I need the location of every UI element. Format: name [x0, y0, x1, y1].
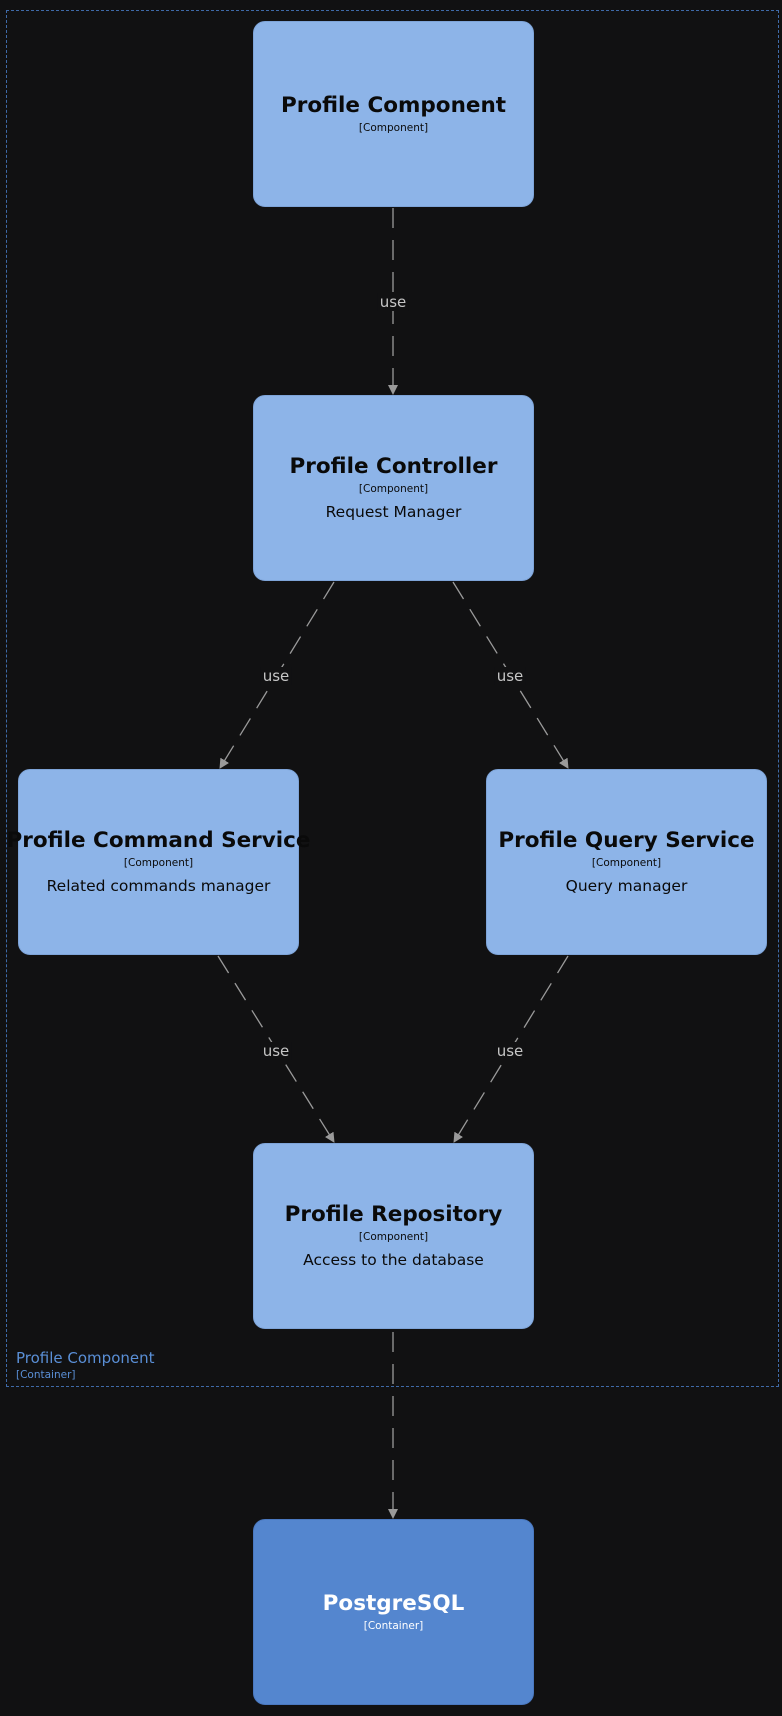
node-description: Related commands manager: [46, 877, 271, 895]
edge-label: use: [260, 1042, 292, 1060]
edge-label: use: [494, 1042, 526, 1060]
node-description: Query manager: [565, 877, 688, 895]
node-title: Profile Query Service: [498, 828, 755, 853]
node-type: [Component]: [358, 122, 429, 134]
node-profile-controller[interactable]: Profile Controller [Component] Request M…: [253, 395, 534, 581]
node-postgresql[interactable]: PostgreSQL [Container]: [253, 1519, 534, 1705]
node-title: Profile Component: [280, 93, 507, 118]
node-title: Profile Command Service: [6, 828, 311, 853]
edge-label: use: [377, 293, 409, 311]
node-profile-component[interactable]: Profile Component [Component]: [253, 21, 534, 207]
node-title: Profile Repository: [284, 1202, 503, 1227]
node-title: PostgreSQL: [322, 1591, 465, 1616]
edge-label: use: [494, 667, 526, 685]
node-profile-command-service[interactable]: Profile Command Service [Component] Rela…: [7, 769, 310, 955]
node-type: [Component]: [358, 483, 429, 495]
container-boundary: [6, 10, 779, 1387]
node-profile-repository[interactable]: Profile Repository [Component] Access to…: [253, 1143, 534, 1329]
edge-label: use: [260, 667, 292, 685]
node-description: Request Manager: [325, 503, 462, 521]
node-type: [Component]: [358, 1231, 429, 1243]
node-title: Profile Controller: [289, 454, 498, 479]
node-type: [Component]: [123, 857, 194, 869]
node-type: [Container]: [363, 1620, 424, 1632]
boundary-type: [Container]: [16, 1369, 76, 1381]
boundary-title: Profile Component: [16, 1349, 155, 1367]
node-description: Access to the database: [303, 1251, 484, 1269]
node-type: [Component]: [591, 857, 662, 869]
node-profile-query-service[interactable]: Profile Query Service [Component] Query …: [486, 769, 767, 955]
